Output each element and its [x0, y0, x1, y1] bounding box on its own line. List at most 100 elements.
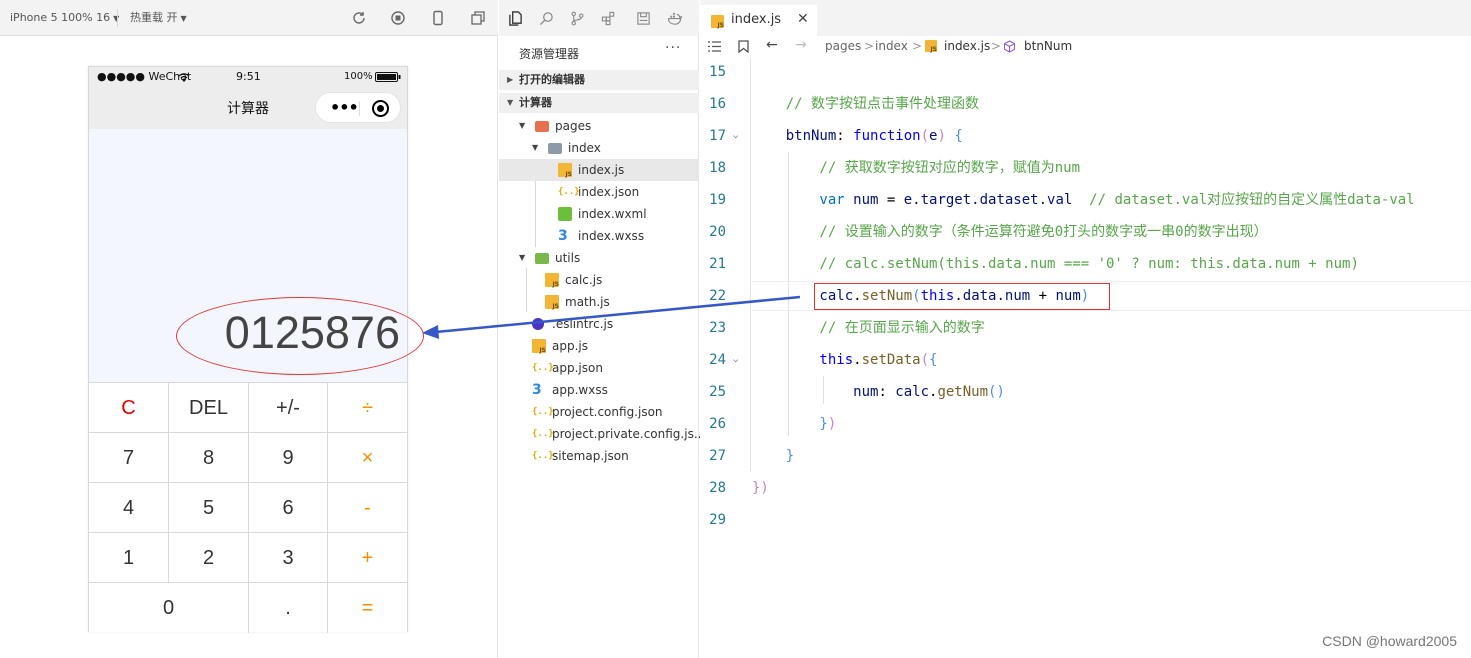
project-section[interactable]: ▼ 计算器: [499, 93, 699, 113]
carrier-signal: ●●●●● WeChat: [97, 70, 192, 83]
line-number: 29: [709, 512, 726, 528]
tree-item[interactable]: index.wxml: [499, 203, 699, 225]
close-icon[interactable]: ✕: [797, 11, 809, 27]
docker-icon[interactable]: [667, 11, 683, 26]
more-icon[interactable]: •••: [330, 98, 359, 117]
code-line[interactable]: 25 num: calc.getNum(): [700, 376, 1471, 408]
chevron-down-icon[interactable]: ▼: [532, 143, 539, 152]
key-negate[interactable]: +/-: [249, 383, 328, 433]
code-token: .: [853, 352, 862, 368]
forward-arrow-icon[interactable]: →: [795, 37, 807, 53]
code-line[interactable]: 26 }): [700, 408, 1471, 440]
chevron-down-icon[interactable]: ▼: [519, 121, 526, 130]
code-line[interactable]: 24⌵ this.setData({: [700, 344, 1471, 376]
code-text: }): [752, 408, 836, 440]
json-file-icon: {..}: [532, 407, 554, 417]
tree-item[interactable]: ▼index: [499, 137, 699, 159]
key-divide[interactable]: ÷: [328, 383, 407, 433]
storage-icon[interactable]: [636, 11, 651, 26]
code-line[interactable]: 15: [700, 56, 1471, 88]
tree-item[interactable]: app.js: [499, 335, 699, 357]
indent-guide: [823, 376, 824, 404]
code-line[interactable]: 27 }: [700, 440, 1471, 472]
back-arrow-icon[interactable]: ←: [766, 37, 778, 53]
key-equals[interactable]: =: [361, 597, 374, 619]
breadcrumb-file[interactable]: index.js: [944, 39, 991, 53]
code-line[interactable]: 28}): [700, 472, 1471, 504]
key-subtract[interactable]: -: [328, 483, 407, 533]
key-3[interactable]: 3: [249, 533, 328, 583]
key-1[interactable]: 1: [89, 533, 169, 583]
fold-chevron-icon[interactable]: ⌵: [733, 131, 739, 141]
bookmark-icon[interactable]: [738, 40, 749, 53]
code-line[interactable]: 17⌵ btnNum: function(e) {: [700, 120, 1471, 152]
chevron-right-icon: >: [912, 39, 923, 53]
tree-item[interactable]: .eslintrc.js: [499, 313, 699, 335]
code-line[interactable]: 20 // 设置输入的数字（条件运算符避免0打头的数字或一串0的数字出现）: [700, 216, 1471, 248]
phone-icon[interactable]: [430, 10, 446, 26]
stop-icon[interactable]: [390, 10, 406, 26]
code-token: btnNum: [752, 128, 837, 144]
open-editors-section[interactable]: ▶ 打开的编辑器: [499, 70, 699, 90]
key-delete[interactable]: DEL: [169, 383, 249, 433]
key-7[interactable]: 7: [89, 433, 169, 483]
tree-item[interactable]: calc.js: [499, 269, 699, 291]
code-token: ): [827, 416, 837, 432]
breadcrumb-index[interactable]: index: [875, 39, 908, 53]
tree-item-label: project.private.config.js...: [552, 427, 706, 441]
indent-guide: [788, 152, 789, 436]
tree-item[interactable]: math.js: [499, 291, 699, 313]
fold-chevron-icon[interactable]: ⌵: [733, 355, 739, 365]
tree-item[interactable]: {..}app.json: [499, 357, 699, 379]
tab-index-js[interactable]: index.js ✕: [700, 4, 817, 36]
code-token: calc: [895, 384, 930, 400]
chevron-down-icon[interactable]: ▼: [519, 253, 526, 262]
key-multiply[interactable]: ×: [328, 433, 407, 483]
key-add[interactable]: +: [328, 533, 407, 583]
code-line[interactable]: 23 // 在页面显示输入的数字: [700, 312, 1471, 344]
menu-capsule[interactable]: •••: [315, 92, 401, 123]
source-control-icon[interactable]: [570, 11, 585, 26]
capsule-divider: [359, 101, 360, 116]
code-line[interactable]: 16 // 数字按钮点击事件处理函数: [700, 88, 1471, 120]
key-8[interactable]: 8: [169, 433, 249, 483]
breadcrumb-symbol[interactable]: btnNum: [1024, 39, 1073, 53]
key-clear[interactable]: C: [89, 383, 169, 433]
extensions-icon[interactable]: [601, 11, 616, 26]
key-decimal[interactable]: .: [249, 583, 328, 633]
tree-item[interactable]: index.js: [499, 159, 699, 181]
tree-item[interactable]: ▼utils: [499, 247, 699, 269]
key-4[interactable]: 4: [89, 483, 169, 533]
tree-item[interactable]: ▼pages: [499, 115, 699, 137]
breadcrumb-pages[interactable]: pages: [825, 39, 862, 53]
key-2[interactable]: 2: [169, 533, 249, 583]
key-5[interactable]: 5: [169, 483, 249, 533]
files-icon[interactable]: [508, 11, 523, 26]
code-text: calc.setNum(this.data.num + num): [752, 280, 1089, 312]
tree-item[interactable]: {..}project.config.json: [499, 401, 699, 423]
code-line[interactable]: 18 // 获取数字按钮对应的数字，赋值为num: [700, 152, 1471, 184]
detach-window-icon[interactable]: [470, 10, 486, 26]
refresh-icon[interactable]: [351, 10, 367, 26]
tree-item[interactable]: {..}project.private.config.js...: [499, 423, 705, 445]
key-0[interactable]: 0: [89, 583, 249, 633]
code-line[interactable]: 19 var num = e.target.dataset.val // dat…: [700, 184, 1471, 216]
search-icon[interactable]: [539, 11, 554, 26]
key-9[interactable]: 9: [249, 433, 328, 483]
tree-item[interactable]: {..}sitemap.json: [499, 445, 699, 467]
close-miniprogram-icon[interactable]: [372, 100, 389, 117]
folder-icon: [535, 121, 549, 132]
code-line[interactable]: 29: [700, 504, 1471, 536]
outline-list-icon[interactable]: [708, 41, 721, 52]
hot-reload-select[interactable]: 热重载 开▼: [130, 0, 187, 36]
more-actions-icon[interactable]: ···: [665, 40, 682, 56]
code-line[interactable]: 21 // calc.setNum(this.data.num === '0' …: [700, 248, 1471, 280]
breadcrumb: ← → pages > index > index.js > btnNum: [700, 36, 1471, 58]
tree-item-label: index.wxss: [578, 229, 645, 243]
device-select[interactable]: iPhone 5 100% 16▼: [10, 0, 119, 36]
key-6[interactable]: 6: [249, 483, 328, 533]
line-number: 16: [709, 96, 726, 112]
tree-item[interactable]: {..}index.json: [499, 181, 699, 203]
